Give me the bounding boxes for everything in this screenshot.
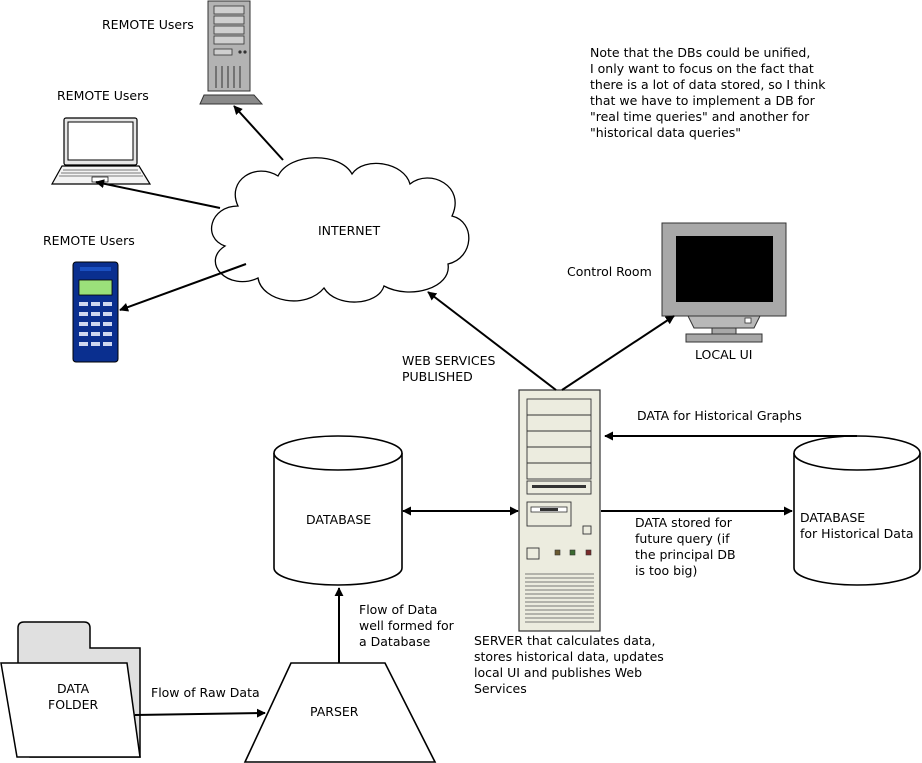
internet-label: INTERNET (318, 223, 381, 238)
arrow-cloud-to-remote-server (233, 105, 284, 161)
note-text: Note that the DBs could be unified, I on… (590, 45, 826, 140)
data-folder-label: DATA FOLDER (48, 681, 99, 712)
flow-of-data-label: Flow of Data well formed for a Database (359, 602, 454, 649)
database-cylinder (273, 435, 403, 586)
local-ui-label: LOCAL UI (695, 347, 753, 362)
historical-database-cylinder (793, 435, 921, 586)
arrow-server-to-monitor (561, 315, 675, 391)
arrow-folder-to-parser (134, 708, 266, 718)
arrow-server-to-internet (427, 291, 557, 391)
remote-users-label-2: REMOTE Users (57, 88, 149, 103)
data-stored-label: DATA stored for future query (if the pri… (635, 515, 736, 578)
historical-database-label: DATABASE for Historical Data (800, 510, 914, 541)
server-description: SERVER that calculates data, stores hist… (474, 633, 664, 696)
remote-users-label-1: REMOTE Users (102, 17, 194, 32)
web-services-label: WEB SERVICES PUBLISHED (402, 353, 496, 384)
arrow-cloud-to-mobile (119, 263, 247, 312)
internet-cloud (210, 157, 470, 303)
laptop-icon (50, 117, 152, 185)
crt-monitor-icon (661, 222, 787, 343)
parser-shape (243, 662, 437, 763)
mobile-phone-icon (72, 261, 119, 363)
control-room-label: Control Room (567, 264, 652, 279)
historical-graphs-label: DATA for Historical Graphs (637, 408, 802, 423)
folder-icon (0, 621, 141, 758)
remote-users-label-3: REMOTE Users (43, 233, 135, 248)
database-label: DATABASE (306, 512, 372, 527)
tower-server-icon (199, 0, 264, 105)
parser-label: PARSER (310, 704, 359, 719)
flow-raw-data-label: Flow of Raw Data (151, 685, 260, 700)
desktop-tower-icon (518, 389, 601, 632)
arrow-cloud-to-laptop (95, 179, 221, 209)
